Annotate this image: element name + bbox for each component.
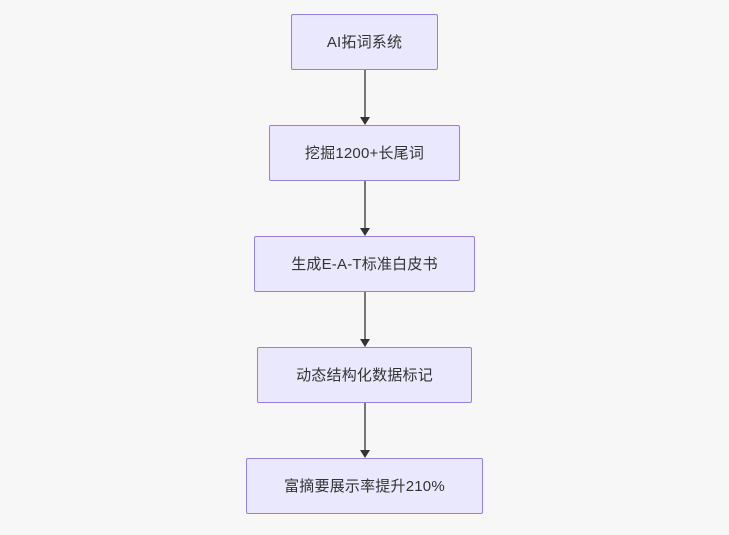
flow-node-label: 生成E-A-T标准白皮书	[291, 255, 438, 273]
connector-line	[363, 70, 366, 118]
flow-node-eat-whitepaper[interactable]: 生成E-A-T标准白皮书	[254, 236, 475, 292]
flow-node-rich-snippet-result[interactable]: 富摘要展示率提升210%	[246, 458, 483, 514]
flow-node-label: 富摘要展示率提升210%	[284, 477, 445, 495]
flow-node-label: AI拓词系统	[326, 33, 403, 51]
flow-node-label: 动态结构化数据标记	[296, 366, 433, 384]
flow-node-label: 挖掘1200+长尾词	[304, 144, 425, 162]
connector-line	[363, 292, 366, 340]
flow-connector-4	[355, 403, 375, 458]
arrowhead-icon	[359, 339, 370, 347]
arrowhead-icon	[359, 117, 370, 125]
flow-node-longtail-keywords[interactable]: 挖掘1200+长尾词	[269, 125, 460, 181]
flow-node-ai-keyword-system[interactable]: AI拓词系统	[291, 14, 438, 70]
arrowhead-icon	[359, 228, 370, 236]
connector-line	[363, 181, 366, 229]
flow-connector-1	[355, 70, 375, 125]
flow-node-structured-data-markup[interactable]: 动态结构化数据标记	[257, 347, 472, 403]
flow-connector-3	[355, 292, 375, 347]
flow-connector-2	[355, 181, 375, 236]
arrowhead-icon	[359, 450, 370, 458]
connector-line	[363, 403, 366, 451]
